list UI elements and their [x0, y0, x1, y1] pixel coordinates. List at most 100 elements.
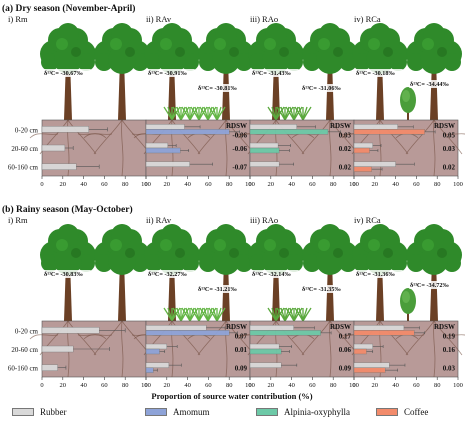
root: [443, 334, 465, 336]
tree-shadow: [279, 47, 289, 57]
x-tick-label: 60: [413, 382, 420, 389]
x-tick-label: 40: [392, 181, 399, 188]
crop-leaf: [302, 106, 312, 121]
root: [93, 320, 123, 356]
tree-icon: [40, 224, 96, 321]
rdsw-value: 0.09: [339, 365, 352, 373]
panel-title: iii) RAo: [250, 215, 278, 225]
root: [433, 119, 436, 177]
label-bg: [355, 270, 403, 278]
root: [301, 320, 331, 356]
panel-title: i) Rm: [8, 14, 28, 24]
tree-icon: [198, 23, 254, 120]
x-tick-label: 60: [413, 181, 420, 188]
crop-isotope-label: δ¹³C= -30.81‰: [198, 85, 237, 92]
rdsw-label: RDSW: [434, 122, 455, 130]
rdsw-value: -0.06: [232, 145, 247, 153]
bar: [145, 367, 154, 373]
tree-shadow: [125, 248, 135, 258]
crop-highlight: [402, 291, 410, 303]
tree-highlight: [264, 38, 276, 50]
bar: [41, 345, 74, 353]
x-tick-label: 60: [101, 181, 108, 188]
rdsw-value: 0.03: [443, 145, 456, 153]
x-tick-label: 40: [80, 181, 87, 188]
x-tick-label: 0: [352, 181, 355, 188]
x-tick-label: 0: [144, 382, 147, 389]
bar: [353, 124, 398, 130]
bar: [249, 161, 280, 167]
figure: (a) Dry season (November-April) 0-20 cm 20…: [2, 3, 465, 401]
root: [275, 320, 305, 356]
x-tick-label: 40: [288, 382, 295, 389]
rdsw-value: 0.16: [443, 346, 456, 354]
tree-highlight: [160, 38, 172, 50]
tree-highlight: [368, 38, 380, 50]
tree-shadow: [229, 248, 239, 258]
crop-leaf: [293, 106, 303, 121]
depth-label: 0-20 cm: [15, 126, 39, 134]
tree-isotope-label: δ¹³C= -30.83‰: [44, 271, 83, 278]
season-title: (a) Dry season (November-April): [2, 3, 135, 14]
crop-leaf: [216, 106, 226, 121]
rdsw-label: RDSW: [330, 122, 351, 130]
tree-highlight: [214, 38, 226, 50]
bar: [145, 348, 160, 355]
tree-shadow: [175, 248, 185, 258]
x-tick-label: 60: [101, 382, 108, 389]
x-tick-label: 20: [268, 181, 275, 188]
depth-label: 60-160 cm: [8, 164, 39, 172]
label-bg: [355, 69, 403, 77]
bar: [249, 124, 297, 130]
tree-icon: [248, 224, 304, 321]
tree-highlight: [368, 239, 380, 251]
crop-stem: [407, 311, 409, 321]
depth-label: 60-160 cm: [8, 365, 39, 373]
crop-highlight: [402, 90, 410, 102]
crop-leaf: [180, 106, 190, 121]
bar: [353, 343, 373, 350]
crop-isotope-label: δ¹³C= -31.06‰: [302, 85, 341, 92]
rdsw-value: -0.06: [232, 131, 247, 139]
x-tick-label: 80: [122, 181, 129, 188]
tree-shadow: [229, 47, 239, 57]
x-tick-label: 60: [309, 181, 316, 188]
crop-leaf: [284, 307, 294, 322]
panel-title: iv) RCa: [354, 215, 381, 225]
crop-leaf: [284, 106, 294, 121]
x-tick-label: 0: [248, 382, 251, 389]
tree-icon: [144, 23, 200, 120]
tree-trunk: [118, 261, 126, 321]
bar: [249, 348, 282, 355]
crop-icon: [267, 106, 312, 121]
x-tick-label: 100: [453, 181, 463, 188]
label-bg: [147, 69, 195, 77]
bar: [353, 325, 405, 331]
x-tick-label: 100: [245, 181, 255, 188]
rdsw-value: 0.01: [235, 346, 248, 354]
crop-stem: [407, 110, 409, 120]
crop-leaf: [198, 307, 208, 322]
tree-shadow: [333, 248, 343, 258]
bar: [145, 147, 181, 154]
legend-item-amomum: Amomum: [145, 407, 210, 417]
bar: [41, 327, 100, 334]
rdsw-value: 0.03: [443, 365, 456, 373]
x-tick-label: 20: [164, 181, 171, 188]
tree-icon: [144, 224, 200, 321]
bar: [41, 364, 58, 371]
root: [225, 320, 228, 378]
tree-shadow: [383, 248, 393, 258]
x-tick-label: 80: [330, 181, 337, 188]
label-bg: [197, 84, 245, 92]
bar: [353, 330, 415, 336]
label-bg: [409, 281, 457, 289]
bar: [145, 142, 169, 149]
tree-icon: [94, 224, 150, 321]
rdsw-value: -0.07: [232, 164, 247, 172]
tree-isotope-label: δ¹³C= -30.18‰: [356, 70, 395, 77]
legend-label-alpinia: Alpinia-oxyphylla: [284, 407, 350, 417]
